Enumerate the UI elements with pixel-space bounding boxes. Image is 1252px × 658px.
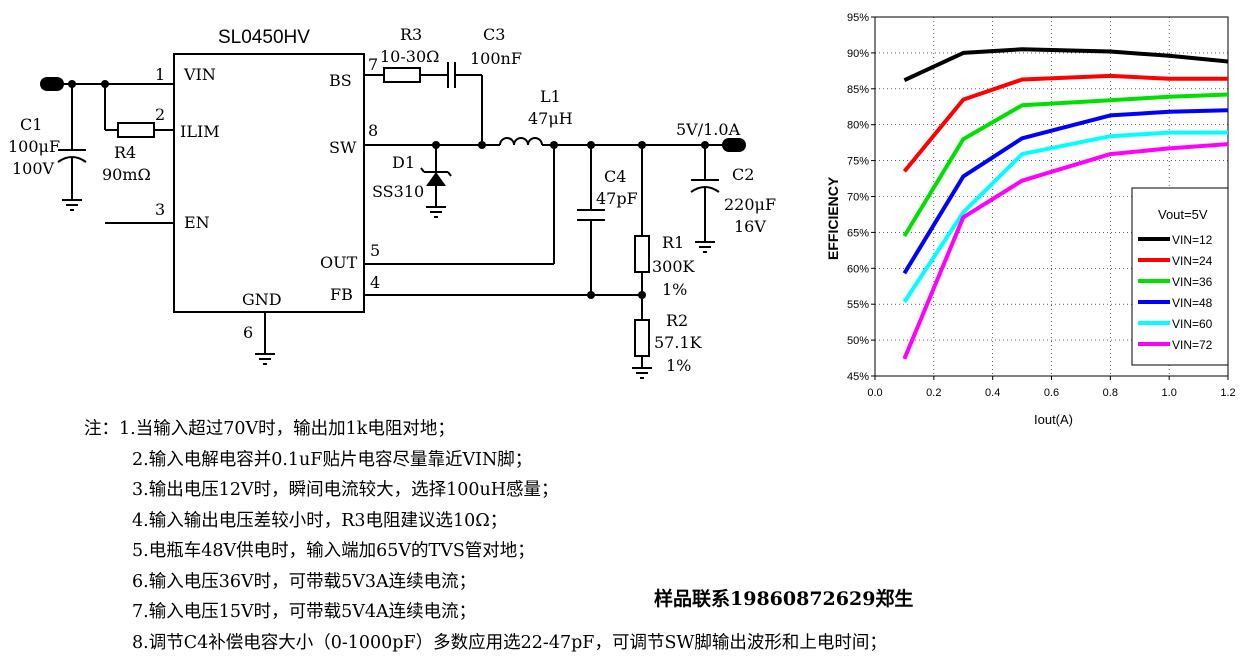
pin-en-name: EN [184,213,210,232]
c2-value: 220μF [724,195,776,214]
note-item-3: 3.输出电压12V时，瞬间电流较大，选择100uH感量； [84,475,887,506]
chart-ylabel: EFFICIENCY [825,176,841,260]
pin-out-name: OUT [320,253,358,272]
y-tick-label: 50% [847,335,869,347]
r2-value: 57.1K [654,333,703,352]
c4-value: 47pF [596,189,638,208]
legend-label: VIN=60 [1172,317,1213,331]
note-item-5: 5.电瓶车48V供电时，输入端加65V的TVS管对地； [84,536,887,567]
pin-gnd-name: GND [242,290,282,309]
c4-ref: C4 [604,167,626,186]
pin-en-num: 3 [155,200,165,219]
c1-ref: C1 [20,115,42,134]
y-tick-label: 95% [847,12,869,24]
d1-ref: D1 [392,153,415,172]
r1-value: 300K [652,257,696,276]
r2-ref: R2 [666,311,688,330]
x-tick-label: 0.2 [926,387,941,399]
pin-out-num: 5 [370,241,380,260]
c3-value: 100nF [470,49,522,68]
y-tick-label: 55% [847,299,869,311]
y-tick-label: 70% [847,192,869,204]
pin-gnd-num: 6 [243,323,253,342]
r2-tol: 1% [666,356,691,375]
note-item-4: 4.输入输出电压差较小时，R3电阻建议选10Ω； [84,506,887,537]
r3-ref: R3 [400,25,422,44]
ground-symbols [62,200,715,378]
r4-value: 90mΩ [102,165,151,184]
pin-ilim-num: 2 [155,105,165,124]
note-item-1: 1.当输入超过70V时，输出加1k电阻对地； [119,419,455,439]
r1-tol: 1% [662,280,687,299]
c2-ref: C2 [732,165,754,184]
y-tick-label: 45% [847,371,869,383]
efficiency-chart: 45% 50% 55% 60% 65% 70% 75% 80% 85% 90% 95% 0.0 0.2… [820,0,1250,430]
r4-ref: R4 [114,143,136,162]
y-tick-label: 60% [847,263,869,275]
r3-value: 10-30Ω [380,47,439,66]
output-label: 5V/1.0A [676,120,741,139]
x-tick-label: 0.8 [1103,387,1118,399]
input-terminal [40,77,64,91]
pin-bs-name: BS [329,71,352,90]
l1-value: 47μH [528,109,573,128]
output-terminal [722,138,746,152]
pin-vin-name: VIN [183,65,216,84]
y-tick-label: 90% [847,48,869,60]
c1-rating: 100V [12,159,55,178]
pin-sw-name: SW [329,138,357,157]
pin-ilim-name: ILIM [180,122,220,141]
x-tick-label: 1.2 [1220,387,1235,399]
legend-label: VIN=72 [1172,338,1213,352]
note-item-2: 2.输入电解电容并0.1uF贴片电容尽量靠近VIN脚； [84,445,887,476]
y-tick-label: 85% [847,84,869,96]
pin-bs-num: 7 [368,55,378,74]
chart-legend: Vout=5V VIN=12VIN=24VIN=36VIN=48VIN=60VI… [1132,188,1228,365]
notes-block: 注：1.当输入超过70V时，输出加1k电阻对地； 2.输入电解电容并0.1uF贴… [84,414,887,658]
x-tick-label: 0.4 [985,387,1000,399]
note-item-8: 8.调节C4补偿电容大小（0-1000pF）多数应用选22-47pF，可调节SW… [84,628,887,658]
legend-label: VIN=48 [1172,296,1213,310]
legend-label: VIN=12 [1172,233,1213,247]
c1-value: 100μF [8,137,60,156]
notes-prefix: 注： [84,419,119,439]
legend-label: VIN=36 [1172,275,1213,289]
c2-rating: 16V [734,217,766,236]
r1-ref: R1 [662,233,684,252]
contact-text: 样品联系19860872629郑生 [654,584,913,611]
circuit-schematic: SL0450HV VIN 1 ILIM 2 EN 3 BS 7 SW 8 OUT… [0,0,820,400]
ic-body [174,54,364,312]
ic-name: SL0450HV [218,27,310,48]
x-tick-label: 0.6 [1044,387,1059,399]
legend-label: VIN=24 [1172,254,1213,268]
pin-fb-num: 4 [370,273,380,292]
pin-vin-num: 1 [155,65,165,84]
l1-ref: L1 [540,87,561,106]
d1-value: SS310 [372,182,424,201]
legend-title: Vout=5V [1158,207,1208,222]
c3-ref: C3 [483,25,505,44]
pin-fb-name: FB [330,285,353,304]
y-tick-label: 75% [847,156,869,168]
x-tick-label: 0.0 [867,387,882,399]
pin-sw-num: 8 [368,121,378,140]
chart-xlabel: Iout(A) [1034,412,1073,427]
x-tick-label: 1.0 [1162,387,1177,399]
y-tick-label: 80% [847,120,869,132]
y-tick-label: 65% [847,227,869,239]
